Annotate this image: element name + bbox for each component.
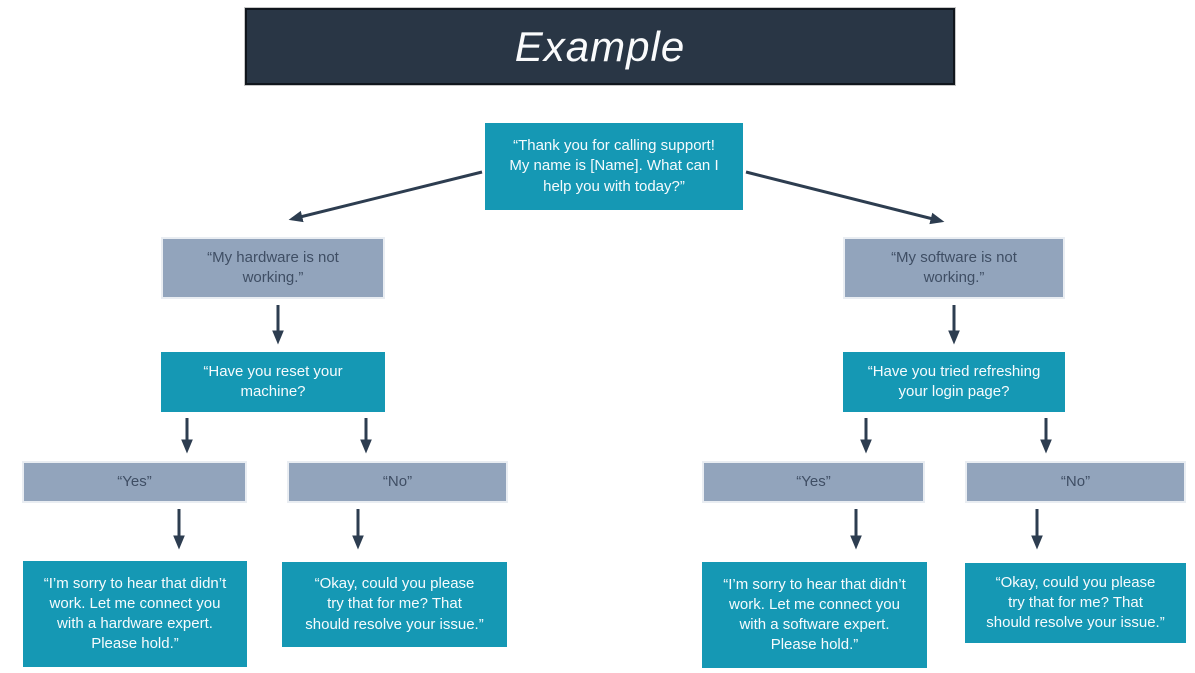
node-hardware-yes: “Yes” [22, 461, 247, 503]
node-software-issue: “My software is not working.” [843, 237, 1065, 299]
node-hardware-yes-response: “I’m sorry to hear that didn’t work. Let… [23, 561, 247, 667]
node-root-greeting: “Thank you for calling support! My name … [485, 123, 743, 210]
node-software-no-response: “Okay, could you please try that for me?… [965, 563, 1186, 643]
arrow-root-to-software [745, 170, 945, 225]
arrow-root-to-hardware [288, 170, 483, 223]
page-title: Example [245, 8, 955, 85]
node-hardware-no: “No” [287, 461, 508, 503]
node-hardware-no-response: “Okay, could you please try that for me?… [282, 562, 507, 647]
node-hardware-question: “Have you reset your machine? [161, 352, 385, 412]
node-software-no: “No” [965, 461, 1186, 503]
node-hardware-issue: “My hardware is not working.” [161, 237, 385, 299]
node-software-question: “Have you tried refreshing your login pa… [843, 352, 1065, 412]
node-software-yes: “Yes” [702, 461, 925, 503]
node-software-yes-response: “I’m sorry to hear that didn’t work. Let… [702, 562, 927, 668]
